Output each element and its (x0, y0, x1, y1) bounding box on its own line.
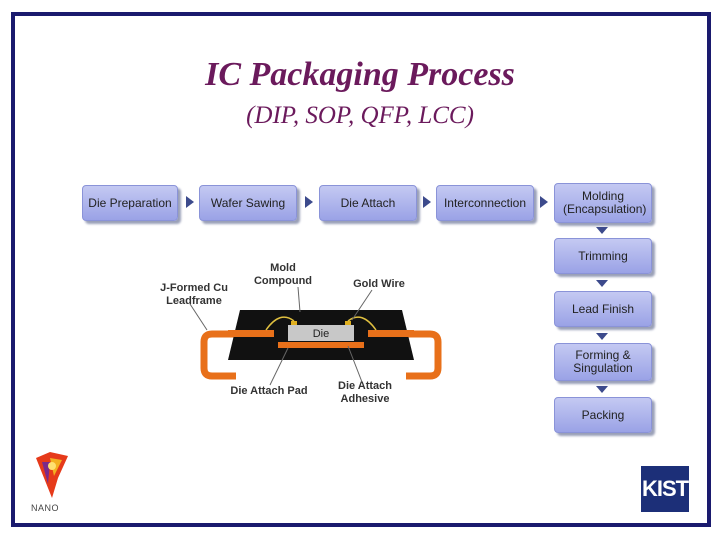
flow-arrow-right-icon (423, 196, 431, 208)
step-interconnection: Interconnection (436, 185, 534, 221)
die-attach-pad (278, 342, 364, 348)
step-wafer-sawing: Wafer Sawing (199, 185, 297, 221)
gold-wire-right (347, 316, 377, 331)
callout-mold (297, 286, 301, 313)
leadframe-right (404, 330, 442, 380)
callout-leadframe (189, 303, 208, 331)
leadframe-left (200, 330, 238, 380)
flow-arrow-right-icon (540, 196, 548, 208)
bond-pad-right (345, 321, 351, 325)
slide-title: IC Packaging Process (205, 56, 515, 93)
step-molding-label: Molding (Encapsulation) (563, 189, 647, 216)
flow-arrow-right-icon (305, 196, 313, 208)
flow-arrow-down-icon (596, 280, 608, 287)
flow-arrow-down-icon (596, 227, 608, 234)
nano-logo-icon (36, 452, 68, 498)
die-label: Die (312, 328, 330, 340)
flow-arrow-down-icon (596, 333, 608, 340)
callout-gold-wire (351, 289, 373, 321)
callout-die-attach-pad (269, 347, 289, 386)
step-lead-finish: Lead Finish (554, 291, 652, 327)
nano-logo-text: NANO (31, 503, 60, 513)
step-die-preparation: Die Preparation (82, 185, 178, 221)
gold-wire-left (265, 316, 295, 331)
bond-pad-left (291, 321, 297, 325)
lead-inner-left (228, 330, 274, 337)
step-die-attach: Die Attach (319, 185, 417, 221)
die-attach-adhesive-label: Die Attach Adhesive (338, 380, 392, 405)
callout-adhesive (347, 345, 363, 383)
step-trimming: Trimming (554, 238, 652, 274)
mold-compound-label: Mold Compound (253, 262, 313, 287)
step-packing: Packing (554, 397, 652, 433)
kist-logo: KIST (641, 466, 689, 512)
step-forming-label: Forming & Singulation (573, 348, 633, 375)
flow-arrow-down-icon (596, 386, 608, 393)
lead-inner-right (368, 330, 414, 337)
step-molding: Molding (Encapsulation) (554, 183, 652, 223)
leadframe-label: J-Formed Cu Leadframe (160, 282, 228, 307)
flow-arrow-right-icon (186, 196, 194, 208)
die (288, 325, 354, 341)
step-forming-singulation: Forming & Singulation (554, 343, 652, 381)
gold-wire-label: Gold Wire (353, 278, 405, 290)
die-attach-pad-label: Die Attach Pad (230, 385, 308, 397)
slide-subtitle: (DIP, SOP, QFP, LCC) (246, 102, 474, 129)
